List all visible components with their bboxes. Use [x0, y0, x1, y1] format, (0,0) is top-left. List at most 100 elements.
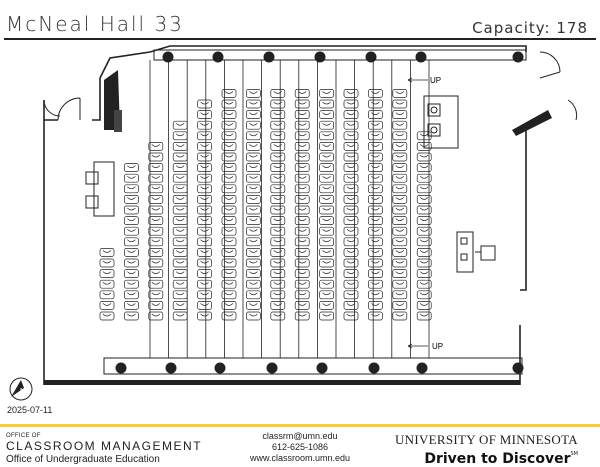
seat: [197, 237, 212, 247]
seat: [246, 89, 261, 98]
seat: [270, 290, 286, 300]
seat: [246, 248, 261, 257]
seat: [148, 248, 164, 257]
seat: [99, 248, 115, 257]
seat: [392, 163, 408, 172]
seat: [319, 163, 334, 172]
seat: [416, 290, 432, 300]
seat: [319, 226, 334, 236]
seat: [416, 152, 432, 162]
contact-website[interactable]: www.classroom.umn.edu: [249, 453, 351, 463]
seat: [246, 173, 261, 183]
seat: [392, 120, 408, 130]
seat: [246, 184, 261, 194]
seat: [172, 226, 188, 236]
seat: [294, 110, 310, 119]
seat: [392, 216, 408, 225]
seat: [319, 301, 334, 310]
seat: [197, 269, 212, 278]
seat: [343, 290, 359, 300]
seat: [246, 205, 261, 215]
seat: [270, 173, 286, 183]
rear-aisle: [153, 49, 527, 61]
seat: [172, 152, 188, 162]
structural-column: [266, 362, 278, 374]
seat: [270, 195, 286, 204]
structural-column: [365, 51, 377, 63]
seat: [270, 120, 286, 130]
up-arrow-bottom: UP: [407, 342, 443, 351]
seat: [416, 205, 432, 215]
seat: [124, 184, 139, 194]
seat: [124, 163, 139, 172]
seat: [221, 216, 237, 225]
av-equipment: [456, 231, 496, 273]
seat: [148, 258, 164, 268]
seat: [319, 248, 334, 257]
seat: [294, 290, 310, 300]
seat: [368, 89, 383, 98]
seat: [343, 99, 359, 109]
seat: [197, 301, 212, 310]
seat: [343, 131, 359, 141]
seat: [416, 311, 432, 321]
seat: [221, 226, 237, 236]
seat: [124, 258, 139, 268]
seat: [319, 131, 334, 141]
seat: [392, 301, 408, 310]
seat: [172, 184, 188, 194]
seat: [197, 216, 212, 225]
seat: [124, 301, 139, 310]
seat: [148, 216, 164, 225]
seat: [172, 163, 188, 172]
seat: [172, 248, 188, 257]
seat: [270, 237, 286, 247]
seat: [221, 258, 237, 268]
seat: [197, 226, 212, 236]
seat: [99, 279, 115, 289]
seat: [221, 237, 237, 247]
seat: [368, 290, 383, 300]
seat: [416, 184, 432, 194]
seat: [343, 301, 359, 310]
seat: [416, 195, 432, 204]
seat: [221, 290, 237, 300]
seat: [270, 279, 286, 289]
seat: [270, 142, 286, 151]
seat: [172, 120, 188, 130]
footer-divider: [0, 424, 600, 427]
seat: [99, 269, 115, 278]
booth-panel: [114, 110, 122, 132]
seat: [124, 311, 139, 321]
seat: [246, 131, 261, 141]
seat: [148, 142, 164, 151]
seat: [416, 248, 432, 257]
structural-column: [314, 51, 326, 63]
seat: [172, 195, 188, 204]
seat: [294, 258, 310, 268]
seat: [148, 163, 164, 172]
seat: [416, 163, 432, 172]
seat: [270, 89, 286, 98]
seat: [148, 290, 164, 300]
seat: [197, 311, 212, 321]
seat: [124, 205, 139, 215]
structural-column: [316, 362, 328, 374]
seat: [392, 99, 408, 109]
contact-email[interactable]: classrm@umn.edu: [262, 431, 338, 441]
seat: [343, 269, 359, 278]
seat: [270, 226, 286, 236]
seat: [148, 311, 164, 321]
seat: [270, 311, 286, 321]
seat: [294, 163, 310, 172]
seat: [246, 279, 261, 289]
seat: [172, 258, 188, 268]
seat: [148, 205, 164, 215]
seat: [221, 205, 237, 215]
seat: [246, 258, 261, 268]
seat: [294, 311, 310, 321]
seat: [368, 120, 383, 130]
seat: [270, 152, 286, 162]
side-table: [85, 161, 115, 217]
seat: [197, 195, 212, 204]
